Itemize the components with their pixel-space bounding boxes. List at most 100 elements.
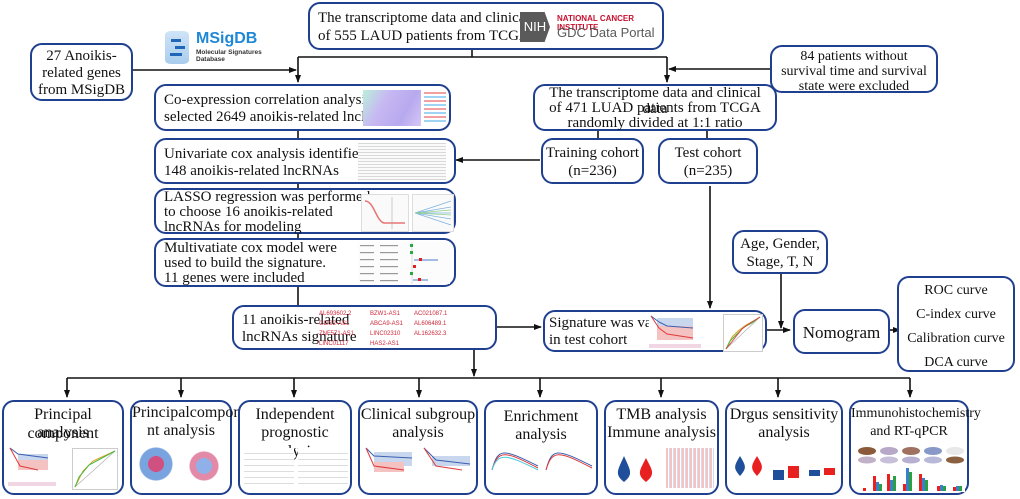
tcga-555-box: The transcriptome data and clinical of 5…: [308, 2, 664, 50]
gene-label: LINC02310: [370, 331, 401, 337]
clinical-line2: Stage, T, N: [746, 254, 814, 270]
bottom-title-line1: Clinical subgroup: [360, 406, 476, 423]
bottom-title-line2: analysis: [37, 424, 89, 441]
genes-line1: 27 Anoikis-: [46, 48, 117, 64]
ihc-images-thumbnail: [857, 446, 965, 464]
nomogram-box: Nomogram: [793, 309, 890, 354]
tcga-555-line2: of 555 LAUD patients from TCGA: [318, 28, 530, 44]
sankey-thumbnail: [363, 90, 421, 126]
validation-box: Signature was validated in test cohort: [543, 310, 767, 352]
luad471-line3: randomly divided at 1:1 ratio: [567, 115, 743, 131]
signature-line2: lncRNAs signature: [242, 329, 357, 345]
heatmap-thumbnail: [666, 448, 714, 488]
genes-line3: from MSigDB: [37, 82, 126, 98]
tcga-555-line1: The transcriptome data and clinical: [318, 10, 530, 26]
coexpression-box: Co-expression correlation analysis selec…: [154, 84, 451, 131]
roc-curve-thumbnail: [723, 314, 763, 352]
msigdb-sub1: Molecular Signatures: [196, 49, 262, 56]
km-thumbnail: [422, 446, 474, 490]
curve-item: DCA curve: [924, 355, 988, 370]
lasso-box: LASSO regression was performed to choose…: [154, 188, 456, 235]
bottom-title-line2: analysis: [758, 424, 810, 441]
univariate-box: Univariate cox analysis identified 148 a…: [154, 138, 456, 184]
gene-label: HAS2-AS1: [370, 341, 400, 347]
test-cohort-box: Test cohort (n=235): [658, 138, 758, 184]
bottom-title-line1: Principalcompone: [132, 404, 249, 421]
bottom-box-pca-3d: Principalcompone nt analysis: [130, 400, 249, 495]
gsea-thumbnail: [544, 446, 594, 490]
luad471-line1: The transcriptome data and clinical data: [549, 85, 761, 117]
bottom-title-line2: analysis: [515, 426, 567, 443]
lasso-coef-plot-thumbnail: [412, 194, 454, 232]
km-thumbnail: [364, 446, 416, 490]
bottom-box-ihc-qpcr: Immunohistochemistry and RT-qPCR: [849, 400, 981, 495]
database-icon: [165, 31, 189, 64]
validation-line2: in test cohort: [549, 332, 628, 348]
gene-label: ZNF571-AS1: [319, 331, 355, 337]
violin-thumbnail: [612, 452, 660, 488]
curves-box: ROC curve C-index curve Calibration curv…: [897, 276, 1015, 372]
bottom-box-pca: Principal component analysis: [2, 400, 124, 495]
bottom-title-line2: and RT-qPCR: [870, 424, 948, 439]
nci-line2: GDC Data Portal: [557, 25, 655, 40]
scatter-3d-thumbnail: [184, 446, 224, 486]
signature-box: 11 anoikis-related lncRNAs signature AL6…: [232, 305, 497, 350]
anoikis-genes-box: 27 Anoikis- related genes from MSigDB: [30, 43, 133, 101]
nomogram-label: Nomogram: [802, 323, 881, 342]
training-line2: (n=236): [568, 163, 617, 179]
bottom-title-line1: Drgus sensitivity: [729, 406, 839, 423]
multivariate-line2: used to build the signature.: [164, 255, 327, 271]
luad-471-box: The transcriptome data and clinical data…: [533, 84, 777, 131]
gene-label: ABCA9-AS1: [370, 321, 404, 327]
univariate-line2: 148 anoikis-related lncRNAs: [164, 163, 339, 179]
gene-label: BZW1-AS1: [370, 311, 401, 317]
boxplot-thumbnail: [805, 452, 839, 488]
lasso-line1: LASSO regression was performed: [164, 189, 371, 205]
km-thumbnail: [8, 446, 58, 490]
gene-label: AL606489.1: [414, 321, 447, 327]
nih-badge-text: NIH: [523, 19, 547, 34]
bottom-title-line1: Immunohistochemistry: [851, 406, 981, 421]
excluded-line2: survival time and survival: [781, 64, 927, 79]
multivariate-line3: 11 genes were included: [164, 270, 305, 286]
roc-thumbnail: [72, 448, 118, 490]
bottom-box-drug-sensitivity: Drgus sensitivity analysis: [725, 400, 843, 495]
training-line1: Training cohort: [545, 145, 640, 161]
coexpr-line1: Co-expression correlation analysis: [164, 92, 372, 108]
gene-label: AL693602.2: [319, 311, 352, 317]
coexpr-line2: selected 2649 anoikis-related lncRN: [164, 109, 382, 125]
bottom-title-line1: Independent: [255, 406, 335, 423]
nih-logo-icon: NIH: [520, 12, 550, 42]
bottom-title-line2: analysis: [392, 424, 444, 441]
multivariate-box: Multivatiate cox model were used to buil…: [154, 238, 456, 287]
gene-label: LINC01117: [319, 341, 349, 347]
luad471-line2: of 471 LUAD patients from TCGA: [549, 100, 761, 116]
bottom-box-independent: Independent prognostic nalysis: [238, 400, 352, 495]
nci-line1: NATIONAL CANCER INSTITUTE: [557, 14, 635, 32]
bottom-title-line2: nt analysis: [147, 422, 215, 439]
forest-thumbnail: [298, 448, 348, 488]
forest-plot-thumbnail: [358, 242, 450, 284]
bottom-title-line1: Enrichment: [503, 408, 579, 425]
curve-item: ROC curve: [924, 283, 988, 298]
bottom-title-line1: Principal component: [27, 406, 99, 442]
gene-label: GLIS2-AS1: [319, 321, 350, 327]
genes-line2: related genes: [42, 65, 121, 81]
excluded-line1: 84 patients without: [800, 49, 908, 64]
msigdb-sub2: Database: [196, 56, 225, 63]
bottom-box-enrichment: Enrichment analysis: [484, 400, 598, 495]
sankey-legend-thumbnail: [424, 92, 446, 124]
gsea-thumbnail: [490, 446, 540, 490]
multivariate-line1: Multivatiate cox model were: [164, 240, 337, 256]
lasso-cv-plot-thumbnail: [361, 194, 409, 232]
msigdb-logo: MSigDB Molecular Signatures Database: [165, 30, 285, 67]
clinical-line1: Age, Gender,: [740, 236, 820, 252]
excluded-line3: state were excluded: [798, 79, 910, 94]
excluded-patients-box: 84 patients without survival time and su…: [770, 45, 938, 94]
bottom-title-line2: Immune analysis: [607, 424, 716, 441]
scatter-3d-thumbnail: [138, 446, 178, 486]
test-line2: (n=235): [683, 163, 733, 179]
clinical-factors-box: Age, Gender, Stage, T, N: [732, 230, 828, 274]
qpcr-bar-thumbnail: [857, 466, 965, 492]
